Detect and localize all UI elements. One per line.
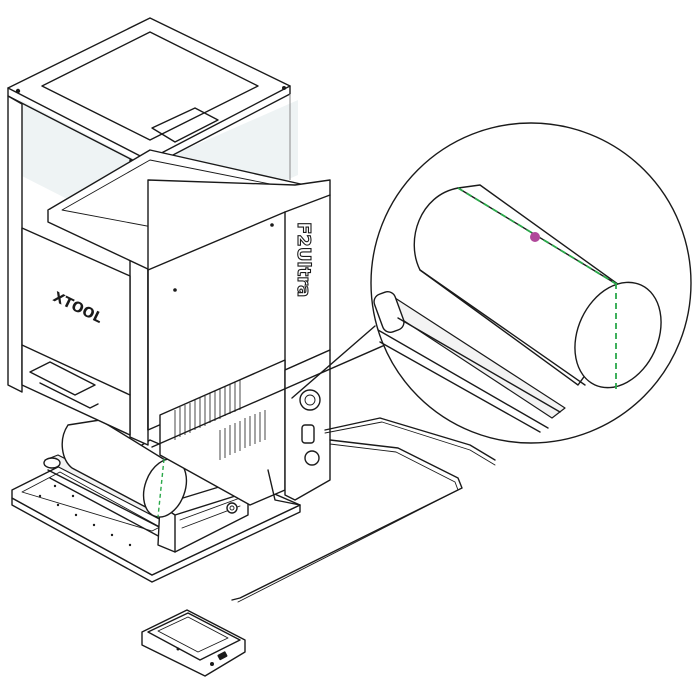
center-marker [530, 232, 540, 242]
control-cable [231, 439, 463, 603]
model-label: F2Ultra [293, 222, 314, 297]
zoom-callout [151, 122, 692, 448]
laser-machine [7, 17, 496, 506]
control-panel [141, 609, 246, 677]
